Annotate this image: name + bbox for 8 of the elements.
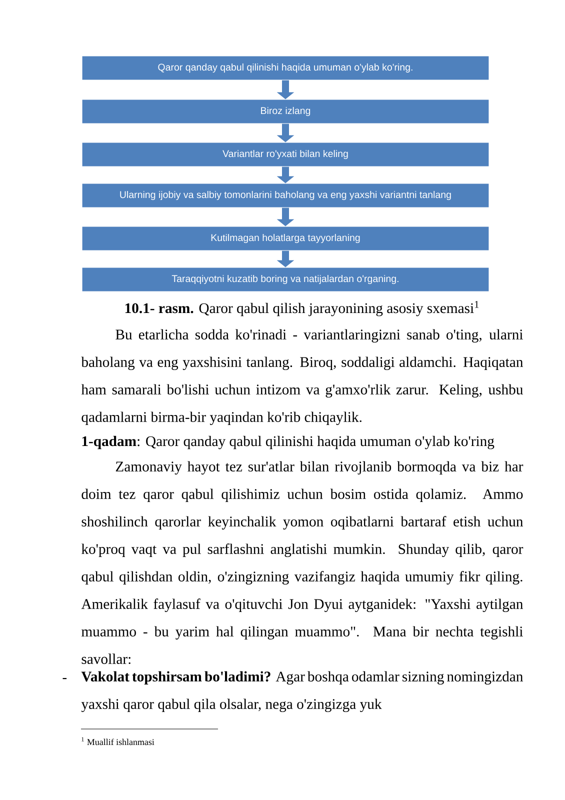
list-dash: - <box>62 678 67 680</box>
list-item: Vakolat topshirsam bo'ladimi? Agar boshqa odamlar sizning nomingizdan yaxshi qaror qabul qila olsalar, nega o'zingizga yuk <box>81 671 523 712</box>
paragraph: Bu etarlicha sodda ko'rinadi - variantlaringizni sanab o'ting, ularni baholang va eng yaxshisini tanlang. Biroq, soddaligi aldamchi. Haqiqatan ham samarali bo'lishi uchun intizom va g'amxo'rlik zarur. Keling, ushbu qadamlarni birma-bir yaqindan ko'rib chiqaylik. <box>81 329 524 425</box>
figure-caption: 10.1- rasm. Qaror qabul qilish jarayonining asosiy sxemasi$^{1}$ <box>125 301 479 316</box>
paragraph: Zamonaviy hayot tez sur'atlar bilan rivojlanib bormoqda va biz har doim tez qaror qabul qilishimiz uchun bosim ostida qolamiz. Ammo shoshilinch qarorlar keyinchalik yomon oqibatlarni bartaraf etish uchun ko'proq vaqt va pul sarflashni anglatishi mumkin. Shunday qilib, qaror qabul qilishdan oldin, o'zingizning vazifangiz haqida umumiy fikr qiling. Amerikalik faylasuf va o'qituvchi Jon Dyui aytganidek: "Yaxshi aytilgan muammo - bu yarim hal qilingan muammo". Mana bir nechta tegishli savollar: <box>81 461 524 664</box>
footnote: $^{1}$ Muallif ishlanmasi <box>82 737 154 746</box>
process-box: Qaror qanday qabul qilinishi haqida umuman o'ylab ko'ring. <box>82 56 490 80</box>
step-heading: 1-qadam: Qaror qanday qabul qilinishi haqida umuman o'ylab ko'ring <box>82 436 494 450</box>
